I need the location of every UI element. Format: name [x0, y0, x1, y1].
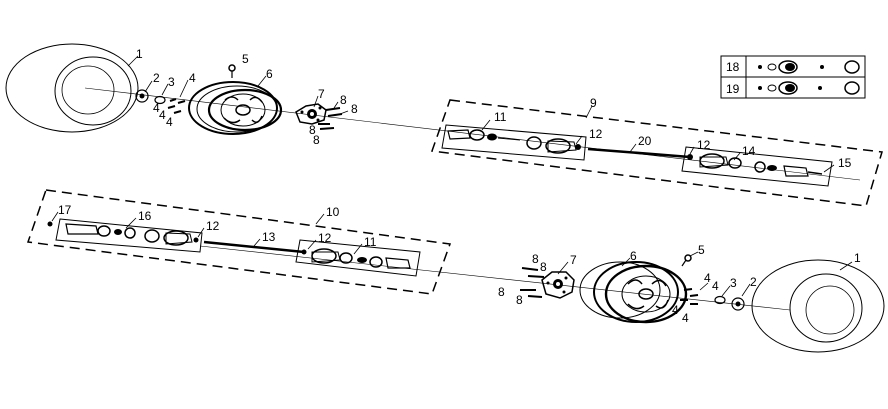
- valve-stem-upper: [228, 64, 236, 78]
- upper-axis-line: [84, 87, 861, 181]
- callout-8-lower-b: 8: [540, 260, 547, 274]
- callout-4-upper-c: 4: [159, 108, 166, 122]
- callout-4-lower-c: 4: [672, 303, 679, 317]
- legend-label-18: 18: [726, 60, 740, 74]
- callout-4-upper-b: 4: [153, 101, 160, 115]
- hub-studs-lower: [520, 267, 545, 298]
- callout-6-upper: 6: [266, 67, 273, 81]
- callout-13: 13: [262, 230, 276, 244]
- callout-4-upper-a: 4: [189, 71, 196, 85]
- legend-table: 18 19: [720, 55, 866, 99]
- callout-5-upper: 5: [242, 52, 249, 66]
- callout-14: 14: [742, 144, 756, 158]
- assembly-11-box-lower: [295, 239, 421, 277]
- valve-stem-lower: [681, 254, 692, 267]
- callout-8-lower-a: 8: [532, 252, 539, 266]
- callout-7-lower: 7: [570, 253, 577, 267]
- callout-11-lower: 11: [364, 235, 377, 249]
- callout-15: 15: [838, 156, 852, 170]
- tire-upper-left: [5, 43, 139, 133]
- callout-2-upper: 2: [153, 71, 160, 85]
- lower-axis-line: [199, 245, 791, 311]
- assembly-9-outline: [430, 99, 883, 207]
- wheel-hub-lower: [541, 271, 575, 299]
- hub-studs-upper: [318, 107, 343, 130]
- axle-shaft-lower: [203, 240, 305, 254]
- callout-3-lower: 3: [730, 276, 737, 290]
- small-bolts-upper: [167, 98, 186, 114]
- assembly-14-box: [681, 146, 833, 187]
- hub-nut-upper: [135, 89, 149, 103]
- cv-joint-outer-upper: [687, 153, 823, 177]
- callout-8-upper-c: 8: [309, 123, 316, 137]
- hub-nut-lower: [731, 297, 745, 311]
- wheel-hub-upper: [295, 103, 327, 125]
- wheel-rim-upper: [188, 81, 283, 135]
- callout-2-lower: 2: [750, 275, 757, 289]
- callout-7-upper: 7: [318, 87, 325, 101]
- assembly-11-box-upper: [441, 124, 587, 161]
- callout-10: 10: [326, 205, 340, 219]
- callout-3-upper: 3: [168, 75, 175, 89]
- cv-joint-outer-lower: [301, 248, 411, 269]
- assembly-10-outline: [26, 189, 452, 295]
- washer-lower: [714, 295, 726, 305]
- washer-upper: [154, 95, 166, 105]
- leader-lines: [51, 55, 853, 297]
- callout-8-upper-b: 8: [351, 102, 358, 116]
- callout-9: 9: [590, 96, 597, 110]
- legend-row-a-parts: [758, 60, 860, 74]
- callout-4-lower-a: 4: [704, 271, 711, 285]
- callout-20: 20: [638, 134, 652, 148]
- tire-lower-right: [751, 259, 885, 353]
- callout-8-lower-d: 8: [516, 293, 523, 307]
- callout-12-upper-b: 12: [697, 138, 711, 152]
- callout-1-upper: 1: [136, 47, 143, 61]
- callout-12-lower-b: 12: [318, 231, 332, 245]
- axle-shaft-upper: [587, 147, 691, 159]
- callout-4-lower-d: 4: [682, 311, 689, 325]
- assembly-16-box: [55, 218, 203, 253]
- wheel-rim-lower: [579, 261, 688, 324]
- callout-4-lower-b: 4: [712, 279, 719, 293]
- callout-4-upper-d: 4: [166, 115, 173, 129]
- legend-label-19: 19: [726, 82, 740, 96]
- callout-8-upper-a: 8: [340, 93, 347, 107]
- callout-12-upper-a: 12: [589, 127, 603, 141]
- callout-labels: 1 2 3 4 4 4 4 5 6 7 8 8 8 8 9 11 12 20 1…: [58, 47, 861, 325]
- cv-joint-inner-lower: [47, 221, 199, 246]
- callout-1-lower: 1: [854, 251, 861, 265]
- cv-joint-inner-upper: [447, 129, 581, 154]
- small-bolts-lower: [680, 288, 699, 305]
- callout-17: 17: [58, 203, 72, 217]
- callout-11-upper: 11: [494, 110, 507, 124]
- callout-8-upper-d: 8: [313, 133, 320, 147]
- callout-5-lower: 5: [698, 243, 705, 257]
- callout-16: 16: [138, 209, 152, 223]
- callout-6-lower: 6: [630, 249, 637, 263]
- legend-row-b-parts: [758, 81, 860, 95]
- callout-12-lower-a: 12: [206, 219, 220, 233]
- callout-8-lower-c: 8: [498, 285, 505, 299]
